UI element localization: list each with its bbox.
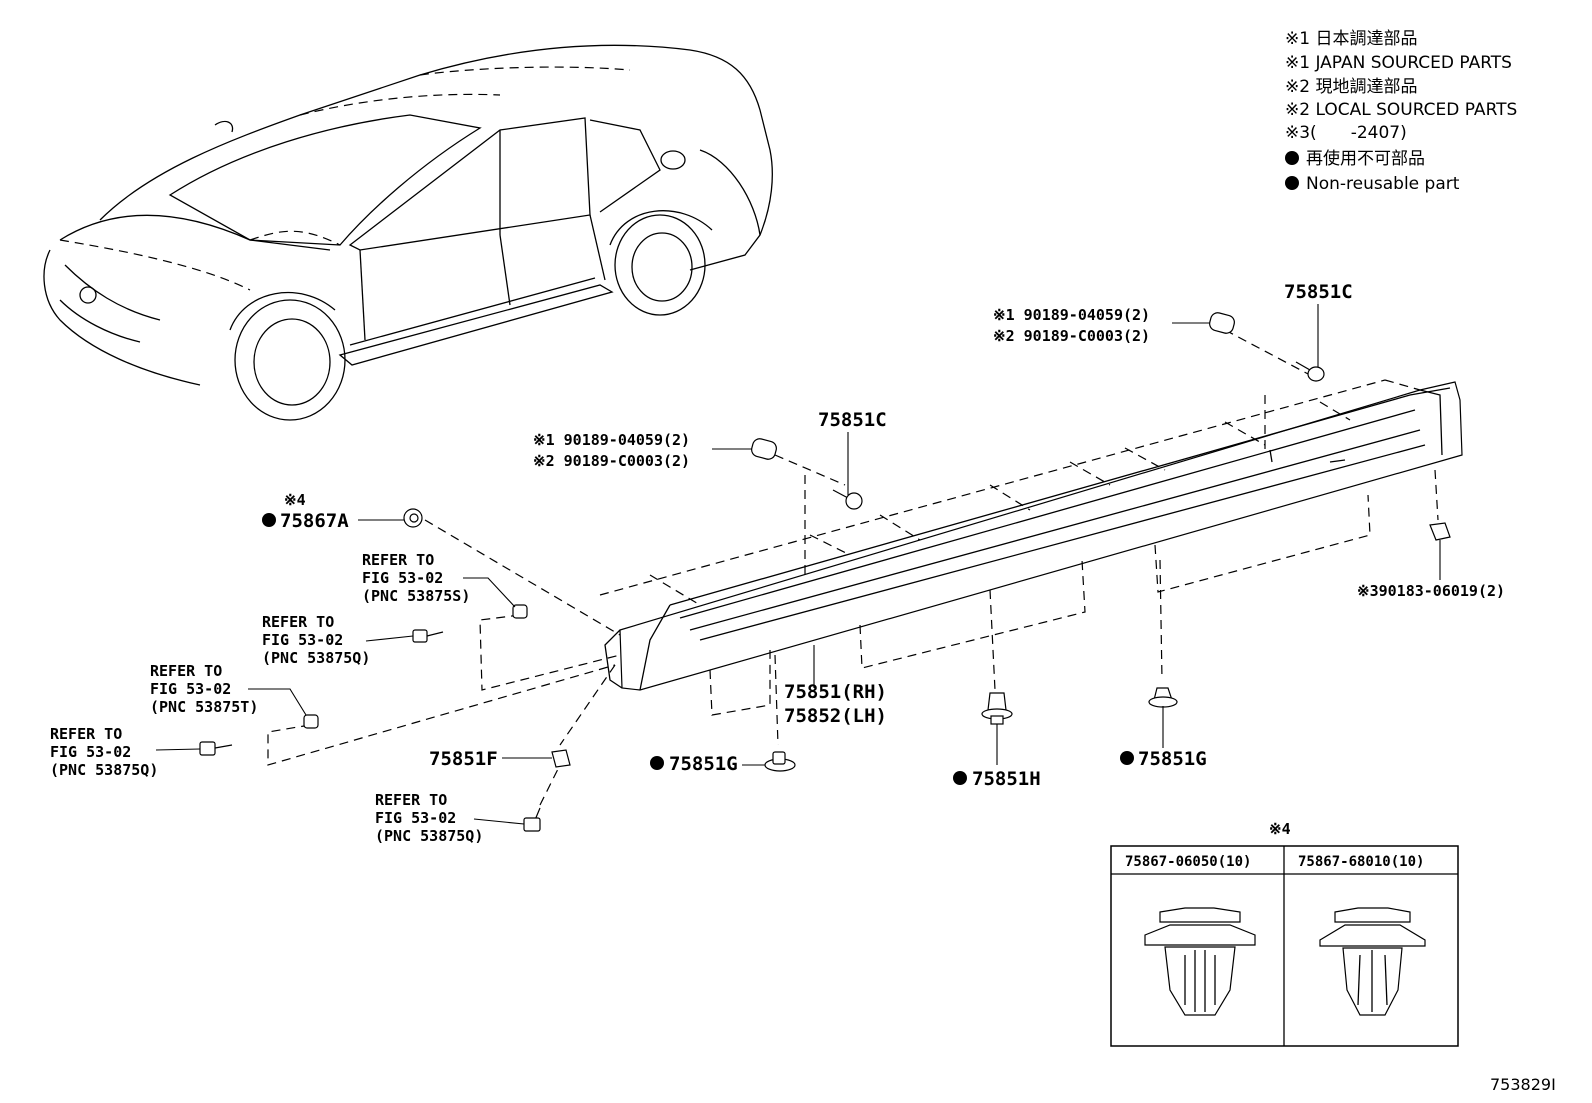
label-mid-clip-1: ※1 90189-04059(2) — [533, 431, 690, 449]
table-col-2-header: 75867-68010(10) — [1298, 854, 1424, 870]
refer-e-line-3: (PNC 53875Q) — [375, 827, 483, 845]
refer-e-line-1: REFER TO — [375, 791, 447, 809]
refer-b-line-2: FIG 53-02 — [262, 631, 343, 649]
label-75852-lh: 75852(LH) — [784, 705, 887, 727]
label-75851h: 75851H — [972, 768, 1041, 790]
table-star4: ※4 — [1269, 820, 1291, 838]
rubber-clip-icon — [751, 438, 777, 460]
screw-icon — [832, 489, 863, 510]
refer-c-line-2: FIG 53-02 — [150, 680, 231, 698]
legend-line-7: Non-reusable part — [1306, 174, 1460, 194]
bolt-icon — [412, 629, 444, 643]
legend: ※1 日本調達部品 ※1 JAPAN SOURCED PARTS ※2 現地調達… — [1285, 29, 1517, 194]
clip-icon — [303, 714, 319, 729]
label-75851c-top: 75851C — [1284, 281, 1353, 303]
label-star4: ※4 — [284, 491, 306, 509]
bullet-icon — [953, 771, 967, 785]
clip-icon — [512, 604, 528, 619]
clip-06050-icon — [1144, 907, 1256, 1016]
legend-line-6: 再使用不可部品 — [1306, 148, 1425, 169]
label-top-clip-1: ※1 90189-04059(2) — [993, 306, 1150, 324]
screw-icon — [1295, 361, 1325, 382]
screw-icon — [523, 807, 541, 832]
car-illustration — [43, 44, 773, 421]
table-col-1-header: 75867-06050(10) — [1125, 854, 1251, 870]
refer-b-line-1: REFER TO — [262, 613, 334, 631]
refer-d-line-1: REFER TO — [50, 725, 122, 743]
clip-variant-table: ※4 75867-06050(10) 75867-68010(10) — [1110, 820, 1459, 1047]
clip-icon — [1148, 687, 1178, 708]
clip-icon — [764, 751, 796, 772]
legend-line-1: ※1 日本調達部品 — [1285, 29, 1417, 49]
bolt-icon — [199, 741, 233, 756]
push-clip-icon — [403, 508, 423, 528]
label-90183: ※390183-06019(2) — [1357, 582, 1505, 600]
leader-lines — [155, 304, 1441, 825]
label-75851-rh: 75851(RH) — [784, 681, 887, 703]
label-mid-clip-2: ※2 90189-C0003(2) — [533, 452, 690, 470]
refer-a-line-1: REFER TO — [362, 551, 434, 569]
legend-line-2: ※1 JAPAN SOURCED PARTS — [1285, 53, 1512, 73]
clip-icon — [981, 692, 1013, 725]
label-75851g-left: 75851G — [669, 753, 738, 775]
assembly-lines — [267, 329, 1439, 806]
label-75851g-right: 75851G — [1138, 748, 1207, 770]
label-75867a: 75867A — [280, 510, 349, 532]
refer-b-line-3: (PNC 53875Q) — [262, 649, 370, 667]
nut-icon — [1429, 522, 1451, 541]
legend-line-5: ※3( -2407) — [1285, 123, 1407, 143]
rubber-clip-icon — [1209, 312, 1235, 334]
bullet-icon — [1285, 151, 1299, 165]
refer-d-line-3: (PNC 53875Q) — [50, 761, 158, 779]
parts-icons — [199, 312, 1451, 832]
bullet-icon — [1120, 751, 1134, 765]
bullet-icon — [650, 756, 664, 770]
refer-a-line-2: FIG 53-02 — [362, 569, 443, 587]
bullet-icon — [262, 513, 276, 527]
refer-a-line-3: (PNC 53875S) — [362, 587, 470, 605]
label-75851c-mid: 75851C — [818, 409, 887, 431]
clip-icon — [551, 749, 571, 768]
legend-line-3: ※2 現地調達部品 — [1285, 77, 1417, 97]
clip-68010-icon — [1319, 907, 1426, 1016]
legend-line-4: ※2 LOCAL SOURCED PARTS — [1285, 100, 1517, 120]
refer-c-line-3: (PNC 53875T) — [150, 698, 258, 716]
bullet-icon — [1285, 176, 1299, 190]
label-top-clip-2: ※2 90189-C0003(2) — [993, 327, 1150, 345]
part-labels: 75851C ※1 90189-04059(2) ※2 90189-C0003(… — [50, 281, 1505, 845]
refer-d-line-2: FIG 53-02 — [50, 743, 131, 761]
refer-c-line-1: REFER TO — [150, 662, 222, 680]
rocker-panel-moulding — [604, 381, 1463, 691]
refer-e-line-2: FIG 53-02 — [375, 809, 456, 827]
figure-id: 753829I — [1490, 1075, 1556, 1094]
label-75851f: 75851F — [429, 748, 498, 770]
